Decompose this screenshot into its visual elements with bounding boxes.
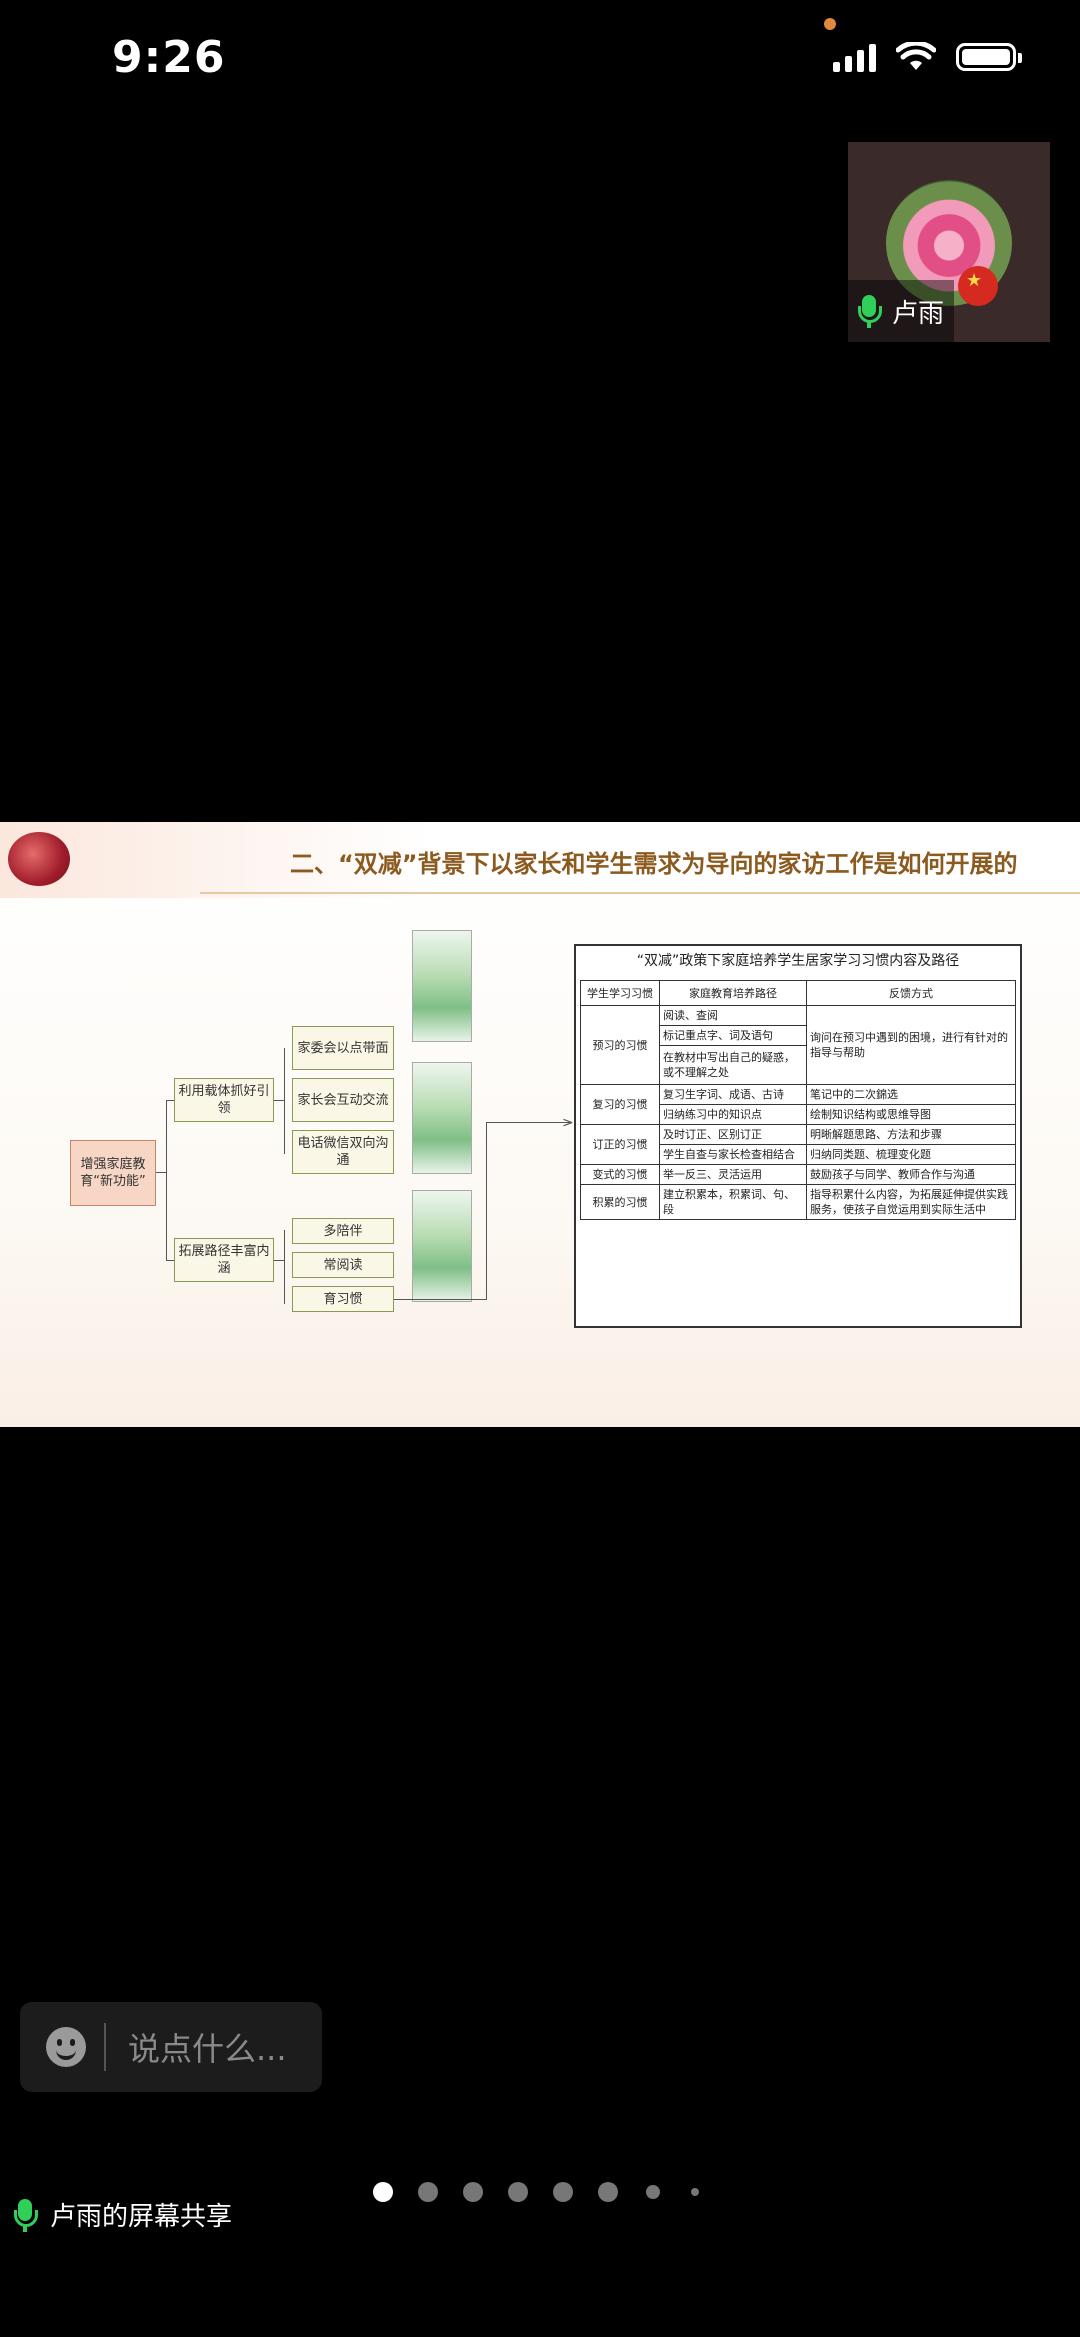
chat-screenshot-thumbnail xyxy=(412,1190,472,1302)
mindmap-leaf: 电话微信双向沟通 xyxy=(292,1130,394,1174)
mindmap-leaf: 多陪伴 xyxy=(292,1218,394,1244)
page-indicator[interactable] xyxy=(373,2182,724,2202)
connector xyxy=(166,1100,174,1101)
shared-screen-slide[interactable]: 二、“双减”背景下以家长和学生需求为导向的家访工作是如何开展的 增强家庭教育“新… xyxy=(0,822,1080,1427)
emoji-icon[interactable] xyxy=(46,2027,86,2067)
table-cell: 鼓励孩子与同学、教师合作与沟通 xyxy=(807,1165,1016,1185)
page-dot[interactable] xyxy=(553,2182,573,2202)
connector xyxy=(274,1100,284,1101)
mindmap-leaf: 家委会以点带面 xyxy=(292,1026,394,1070)
screen-share-indicator: 卢雨的屏幕共享 xyxy=(14,2196,232,2233)
privacy-indicator-dot xyxy=(824,18,836,30)
connector xyxy=(166,1260,174,1261)
connector xyxy=(486,1122,487,1300)
status-time: 9:26 xyxy=(112,32,225,83)
page-dot[interactable] xyxy=(646,2185,660,2199)
mindmap-branch-path: 拓展路径丰富内涵 xyxy=(174,1238,274,1282)
table-cell: 建立积累本，积累词、句、段 xyxy=(660,1185,807,1220)
page-dot[interactable] xyxy=(463,2182,483,2202)
connector xyxy=(274,1260,284,1261)
table-cell: 笔记中的二次錦选 xyxy=(807,1085,1016,1105)
table-cell: 学生自查与家长检查相结合 xyxy=(660,1145,807,1165)
table-cell: 明晰解题思路、方法和步骤 xyxy=(807,1125,1016,1145)
table-cell: 阅读、查阅 xyxy=(660,1006,807,1026)
table-cell: 变式的习惯 xyxy=(581,1165,660,1185)
table-cell: 预习的习惯 xyxy=(581,1006,660,1085)
table-cell: 归纳练习中的知识点 xyxy=(660,1105,807,1125)
connector xyxy=(284,1230,285,1304)
table-header: 家庭教育培养路径 xyxy=(660,981,807,1006)
microphone-icon xyxy=(14,2199,36,2231)
page-dot[interactable] xyxy=(418,2182,438,2202)
table-cell: 订正的习惯 xyxy=(581,1125,660,1165)
participant-name: 卢雨 xyxy=(892,293,944,330)
table-header: 学生学习习惯 xyxy=(581,981,660,1006)
cellular-signal-icon xyxy=(833,42,876,72)
participant-video-tile[interactable]: 卢雨 xyxy=(848,142,1050,342)
screen-share-label: 卢雨的屏幕共享 xyxy=(50,2196,232,2233)
mindmap-leaf: 育习惯 xyxy=(292,1286,394,1312)
microphone-icon xyxy=(858,295,880,327)
table-cell: 指导积累什么内容，为拓展延伸提供实践服务，使孩子自觉运用到实际生活中 xyxy=(807,1185,1016,1220)
table-cell: 积累的习惯 xyxy=(581,1185,660,1220)
china-flag-badge-icon xyxy=(958,266,998,306)
battery-icon xyxy=(956,43,1016,71)
table-cell: 复习生字词、成语、古诗 xyxy=(660,1085,807,1105)
status-icons xyxy=(833,42,1016,72)
table-cell: 标记重点字、词及语句 xyxy=(660,1026,807,1046)
table-title: “双减”政策下家庭培养学生居家学习习惯内容及路径 xyxy=(576,950,1020,970)
habits-table: 学生学习习惯 家庭教育培养路径 反馈方式 预习的习惯 阅读、查阅 询问在预习中遇… xyxy=(580,980,1016,1220)
page-dot[interactable] xyxy=(508,2182,528,2202)
table-cell: 复习的习惯 xyxy=(581,1085,660,1125)
arrow-head-icon: > xyxy=(562,1115,574,1131)
chat-placeholder: 说点什么... xyxy=(128,2024,287,2070)
connector xyxy=(156,1172,166,1173)
mindmap-root: 增强家庭教育“新功能” xyxy=(70,1140,156,1206)
mindmap-leaf: 家长会互动交流 xyxy=(292,1078,394,1122)
slide-title: 二、“双减”背景下以家长和学生需求为导向的家访工作是如何开展的 xyxy=(290,844,1018,879)
table-cell: 及时订正、区别订正 xyxy=(660,1125,807,1145)
wifi-icon xyxy=(896,42,936,72)
page-dot[interactable] xyxy=(373,2182,393,2202)
table-cell: 绘制知识结构或思维导图 xyxy=(807,1105,1016,1125)
table-cell: 在教材中写出自己的疑惑，或不理解之处 xyxy=(660,1046,807,1085)
page-dot[interactable] xyxy=(598,2182,618,2202)
chat-screenshot-thumbnail xyxy=(412,930,472,1042)
table-cell: 询问在预习中遇到的困境，进行有针对的指导与帮助 xyxy=(807,1006,1016,1085)
connector xyxy=(394,1299,486,1300)
chat-screenshot-thumbnail xyxy=(412,1062,472,1174)
habits-table-container: “双减”政策下家庭培养学生居家学习习惯内容及路径 学生学习习惯 家庭教育培养路径… xyxy=(574,944,1022,1328)
connector xyxy=(166,1100,167,1260)
participant-name-tag: 卢雨 xyxy=(848,280,954,342)
table-cell: 归纳同类题、梳理变化题 xyxy=(807,1145,1016,1165)
page-dot[interactable] xyxy=(691,2188,699,2196)
connector xyxy=(284,1048,285,1154)
chat-input[interactable]: 说点什么... xyxy=(20,2002,322,2092)
divider xyxy=(104,2023,106,2071)
table-cell: 举一反三、灵活运用 xyxy=(660,1165,807,1185)
slide-title-underline xyxy=(200,892,1080,894)
mindmap-leaf: 常阅读 xyxy=(292,1252,394,1278)
arrow-line xyxy=(486,1122,570,1123)
table-header: 反馈方式 xyxy=(807,981,1016,1006)
pomegranate-decoration xyxy=(8,832,70,886)
mindmap-branch-carrier: 利用载体抓好引领 xyxy=(174,1078,274,1122)
